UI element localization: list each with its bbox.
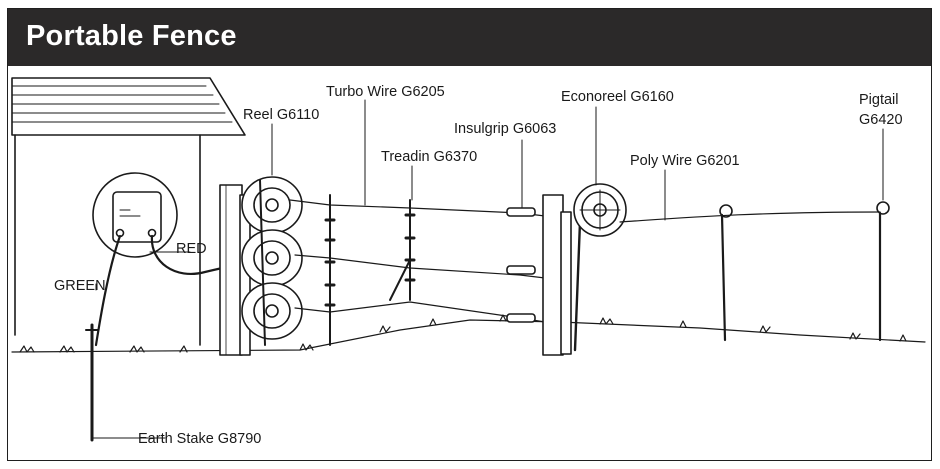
leader-lines: [95, 99, 884, 291]
label-poly-wire: Poly Wire G6201: [630, 153, 740, 169]
diagram-title: Portable Fence: [26, 20, 237, 52]
pigtail-post-1: [719, 204, 733, 342]
label-pigtail-line1: Pigtail: [859, 92, 899, 108]
title-bar: Portable Fence: [8, 9, 931, 66]
econoreel-post: [542, 194, 582, 356]
pigtail-post-2: [876, 201, 890, 342]
shed: [11, 77, 246, 346]
label-treadin: Treadin G6370: [381, 149, 477, 165]
label-reel: Reel G6110: [243, 107, 319, 123]
label-turbo-wire: Turbo Wire G6205: [326, 84, 445, 100]
ground-line: [11, 314, 926, 353]
label-pigtail-line2: G6420: [859, 112, 903, 128]
label-green: GREEN: [54, 278, 106, 294]
reels: [241, 176, 303, 346]
label-earth-stake: Earth Stake G8790: [138, 431, 261, 447]
earth-stake: [85, 323, 166, 442]
label-red: RED: [176, 241, 207, 257]
label-econoreel: Econoreel G6160: [561, 89, 674, 105]
econoreel: [573, 183, 627, 237]
poly-wire: [619, 211, 881, 223]
line-posts: [324, 194, 416, 346]
label-insulgrip: Insulgrip G6063: [454, 121, 556, 137]
energizer: [92, 172, 270, 347]
insulgrip-handles: [506, 207, 536, 323]
